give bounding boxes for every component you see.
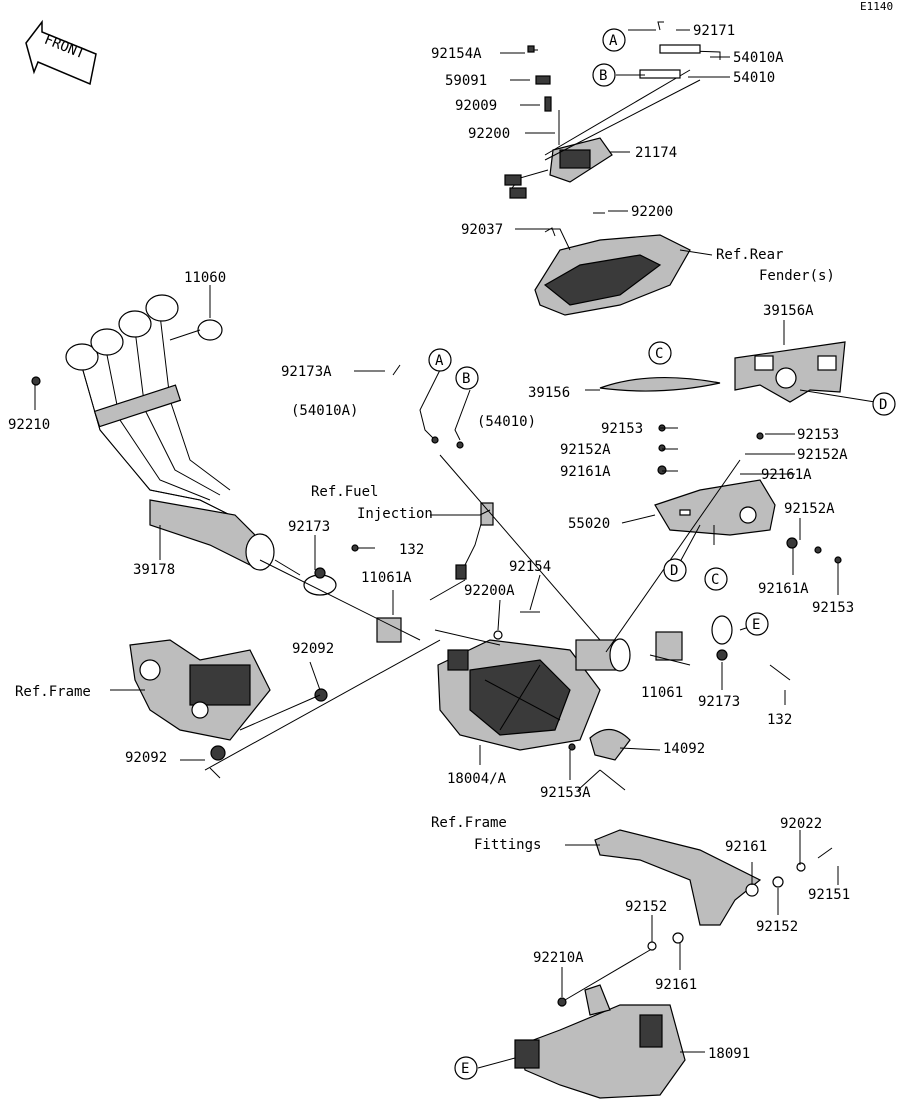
svg-text:E: E: [461, 1061, 469, 1077]
svg-text:C: C: [655, 346, 663, 362]
part-label: 92009: [455, 98, 497, 114]
front-arrow-icon: FRONT: [25, 19, 97, 86]
part-label: 92171: [693, 23, 735, 39]
ref-label: Ref.Fuel: [311, 484, 378, 500]
part-label: 92161A: [761, 467, 812, 483]
svg-text:A: A: [609, 33, 618, 49]
part-label: 92152A: [797, 447, 848, 463]
pre-chamber-muffler: [437, 611, 631, 751]
part-label: (54010A): [291, 403, 358, 419]
part-label: 92153: [601, 421, 643, 437]
part-label: 11061A: [361, 570, 412, 586]
part-label: 92161: [725, 839, 767, 855]
part-label: 92161A: [758, 581, 809, 597]
part-label: 39156: [528, 385, 570, 401]
oxygen-sensor: [455, 502, 494, 580]
part-label: 92092: [292, 641, 334, 657]
part-label: 59091: [445, 73, 487, 89]
ref-label: Fittings: [474, 837, 541, 853]
part-label: 92092: [125, 750, 167, 766]
part-label: 92152A: [784, 501, 835, 517]
callout-c-pad: C: [648, 341, 672, 365]
part-label: 14092: [663, 741, 705, 757]
callout-c-shield: C: [704, 567, 728, 591]
valve-actuator-assembly: [504, 21, 721, 199]
part-label: 92161: [655, 977, 697, 993]
part-label: 92161A: [560, 464, 611, 480]
part-label: (54010): [477, 414, 536, 430]
part-label: 92037: [461, 222, 503, 238]
callout-e-clamp: E: [745, 612, 769, 636]
part-label: 132: [399, 542, 424, 558]
part-label: 92154: [509, 559, 551, 575]
part-label: 92152A: [560, 442, 611, 458]
callout-d-shield: D: [663, 558, 687, 582]
part-label: 92200: [468, 126, 510, 142]
frame-section: [129, 639, 271, 741]
svg-text:D: D: [879, 397, 887, 413]
callout-b-top: B: [592, 63, 616, 87]
part-label: 55020: [568, 516, 610, 532]
svg-text:C: C: [711, 572, 719, 588]
svg-text:D: D: [670, 563, 678, 579]
callout-d-pad: D: [872, 392, 896, 416]
part-label: 21174: [635, 145, 677, 161]
part-label: 54010: [733, 70, 775, 86]
leader-lines: [34, 29, 876, 1069]
heat-shield-55020: [654, 424, 842, 564]
ref-label: Injection: [357, 506, 433, 522]
exhaust-clamp-right: [655, 615, 791, 681]
diagram-code: E1140: [860, 0, 893, 13]
part-label: 92153: [812, 600, 854, 616]
exhaust-clamp-left: [209, 544, 402, 779]
part-label: 39178: [133, 562, 175, 578]
part-label: 92152: [756, 919, 798, 935]
part-label: 92173: [698, 694, 740, 710]
callout-a-cable: A: [428, 348, 452, 372]
heat-cover-14092: [568, 728, 631, 761]
callout-e-silencer: E: [454, 1056, 478, 1080]
part-label: 92173A: [281, 364, 332, 380]
part-labels: 92171 92154A 54010A 59091 54010 92009 92…: [8, 23, 854, 1062]
silencer-18091: [514, 984, 686, 1099]
part-label: 54010A: [733, 50, 784, 66]
part-label: 92153A: [540, 785, 591, 801]
part-label: 18004/A: [447, 771, 507, 787]
part-label: 92173: [288, 519, 330, 535]
ref-label: Ref.Rear: [716, 247, 783, 263]
svg-text:B: B: [599, 68, 607, 84]
part-label: 92022: [780, 816, 822, 832]
part-label: 39156A: [763, 303, 814, 319]
part-label: 92200A: [464, 583, 515, 599]
part-label: 18091: [708, 1046, 750, 1062]
ref-label: Ref.Frame: [431, 815, 507, 831]
part-label: 92200: [631, 204, 673, 220]
rear-fender-bracket: [534, 212, 691, 316]
callout-a-top: A: [602, 28, 626, 52]
ref-label: Fender(s): [759, 268, 835, 284]
part-label: 92210: [8, 417, 50, 433]
part-label: 92151: [808, 887, 850, 903]
muffler-bracket: [557, 829, 833, 1007]
exhaust-header-pipes: [31, 294, 275, 571]
svg-text:E: E: [752, 617, 760, 633]
part-label: 11061: [641, 685, 683, 701]
part-label: 92154A: [431, 46, 482, 62]
svg-text:A: A: [435, 353, 444, 369]
part-label: 92210A: [533, 950, 584, 966]
part-label: 11060: [184, 270, 226, 286]
svg-text:B: B: [462, 371, 470, 387]
valve-cables: [392, 364, 471, 449]
part-label: 132: [767, 712, 792, 728]
heat-pads: [599, 341, 846, 403]
part-label: 92153: [797, 427, 839, 443]
callout-b-cable: B: [455, 366, 479, 390]
ref-label: Ref.Frame: [15, 684, 91, 700]
part-label: 92152: [625, 899, 667, 915]
